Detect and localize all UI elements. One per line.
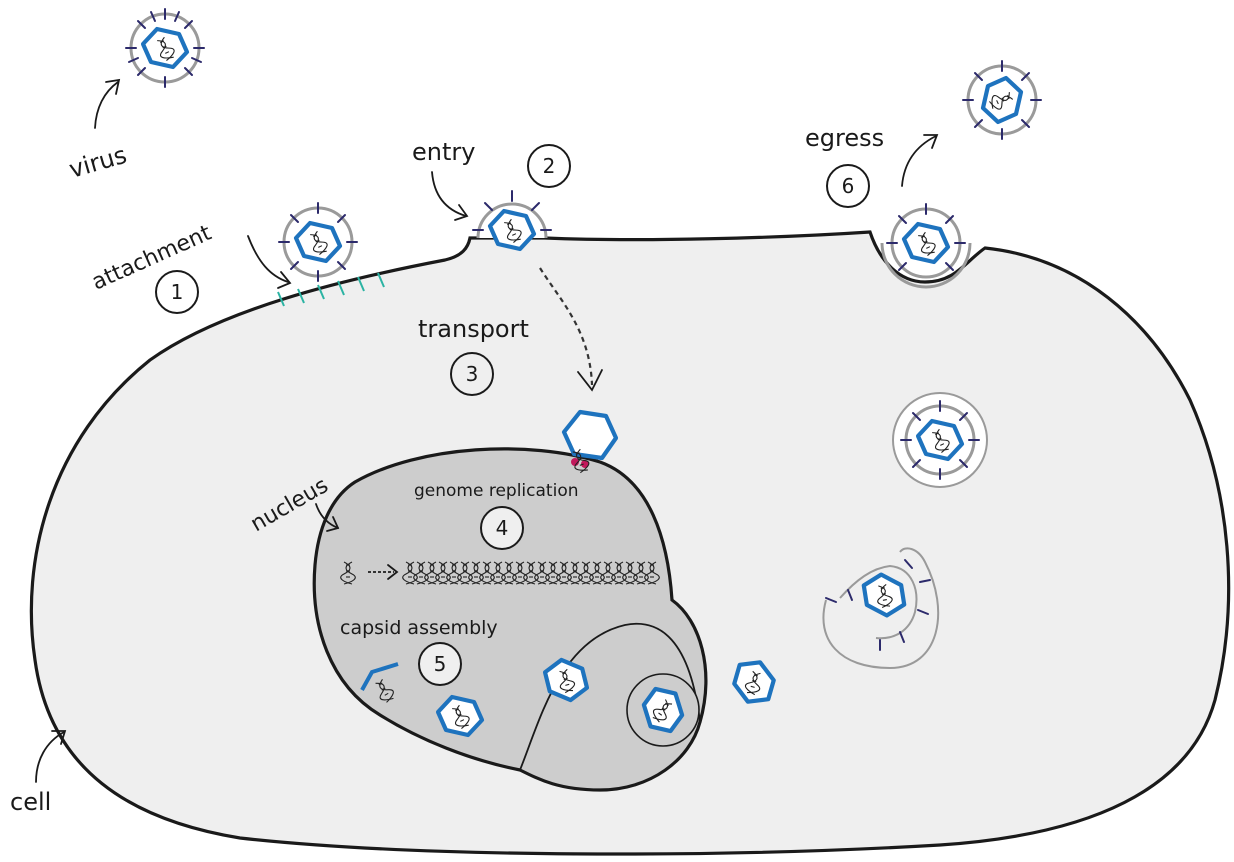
- label-cell: cell: [10, 788, 51, 816]
- capsid-envelopment: [822, 547, 940, 670]
- attachment-pointer-arrow: [247, 235, 289, 283]
- virus-entering: [472, 190, 552, 249]
- step-4-number: 4: [496, 516, 509, 540]
- step-2-circle: [527, 144, 571, 188]
- step-1-circle: [155, 270, 199, 314]
- capsid-assembled: [438, 697, 482, 735]
- cell-pointer-arrow: [35, 731, 65, 783]
- label-genome-replication: genome replication: [414, 481, 579, 501]
- step-6-circle: [826, 164, 870, 208]
- step-3-number: 3: [466, 362, 479, 386]
- egress-pointer-arrow: [901, 135, 937, 187]
- step-6-number: 6: [842, 174, 855, 198]
- label-entry: entry: [412, 138, 475, 166]
- cell-surface-receptors: [277, 272, 385, 307]
- label-virus: virus: [66, 141, 130, 184]
- entry-pointer-arrow: [431, 171, 467, 217]
- step-3-circle: [450, 352, 494, 396]
- step-4-circle: [480, 506, 524, 550]
- nucleus: [312, 447, 708, 792]
- virus-pointer-arrow: [94, 81, 119, 129]
- virus-particle: [125, 8, 205, 88]
- step-5-number: 5: [434, 652, 447, 676]
- nucleus-pointer-arrow: [315, 503, 339, 529]
- capsid-at-nuclear-pore: [561, 409, 619, 461]
- label-transport: transport: [418, 315, 529, 343]
- virus-attaching: [278, 202, 358, 282]
- label-capsid-assembly: capsid assembly: [340, 617, 498, 639]
- step-5-circle: [418, 642, 462, 686]
- label-egress: egress: [805, 124, 884, 152]
- step-1-number: 1: [171, 280, 184, 304]
- capsid-fragment: [360, 662, 399, 691]
- virus-in-vesicle: [892, 392, 988, 488]
- step-2-number: 2: [543, 154, 556, 178]
- virus-released: [962, 60, 1042, 140]
- genome-replication-strands: [340, 561, 660, 585]
- virus-budding: [880, 203, 972, 289]
